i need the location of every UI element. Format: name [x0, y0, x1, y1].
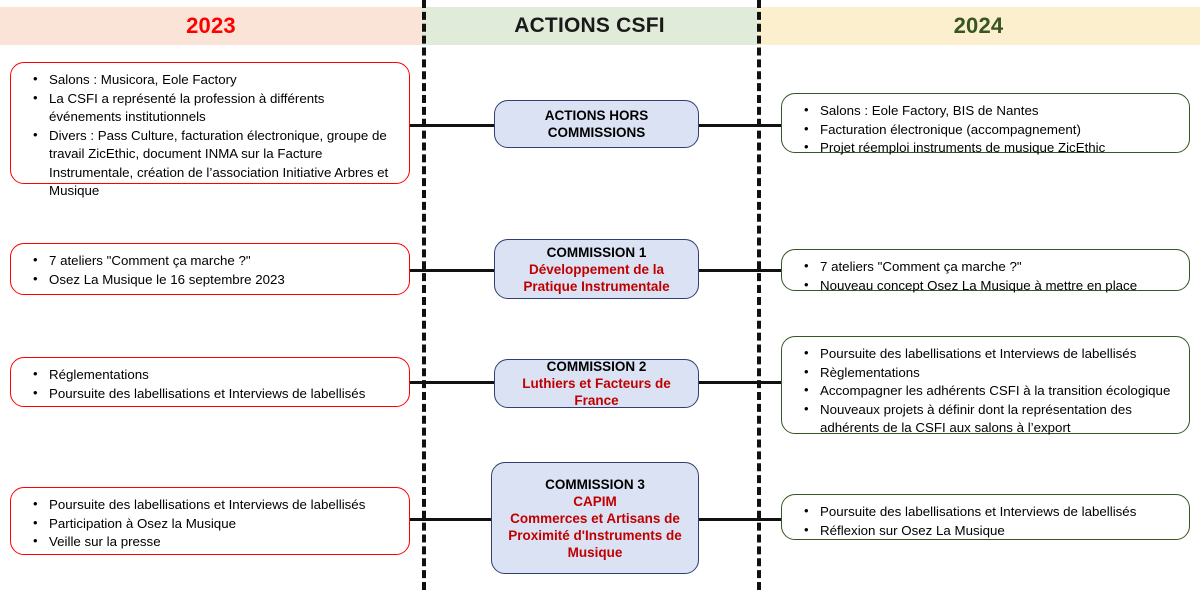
bullet-list: 7 ateliers "Comment ça marche ?" Osez La… — [19, 251, 399, 290]
center-box-subtitle-secondary: Commerces et Artisans de Proximité d'Ins… — [508, 510, 682, 560]
list-item: Poursuite des labellisations et Intervie… — [19, 495, 399, 515]
center-box-title: COMMISSION 2 — [546, 359, 647, 374]
left-box-row-0: Salons : Musicora, Eole Factory La CSFI … — [10, 62, 410, 198]
left-box-row-1: 7 ateliers "Comment ça marche ?" Osez La… — [10, 243, 410, 295]
connector-row-2-right — [699, 381, 781, 384]
list-item: Projet réemploi instruments de musique Z… — [790, 138, 1179, 158]
center-box-subtitle: Luthiers et Facteurs de France — [522, 376, 671, 408]
left-box-row-3: Poursuite des labellisations et Intervie… — [10, 487, 410, 555]
list-item: Poursuite des labellisations et Intervie… — [790, 344, 1179, 364]
center-box-subtitle: CAPIM — [573, 493, 617, 509]
right-box-row-0: Salons : Eole Factory, BIS de Nantes Fac… — [781, 93, 1190, 156]
list-item: Poursuite des labellisations et Intervie… — [19, 384, 399, 404]
header-actions-csfi: ACTIONS CSFI — [422, 7, 757, 45]
list-item: Nouveaux projets à définir dont la repré… — [790, 400, 1179, 438]
left-box-row-2: Réglementations Poursuite des labellisat… — [10, 357, 410, 407]
list-item: Réflexion sur Osez La Musique — [790, 521, 1179, 541]
center-box-subtitle: Développement de la Pratique Instrumenta… — [523, 261, 670, 294]
center-box-title: COMMISSION 1 — [546, 244, 647, 260]
header-year-2023: 2023 — [0, 7, 422, 45]
list-item: 7 ateliers "Comment ça marche ?" — [790, 257, 1179, 277]
bullet-list: Poursuite des labellisations et Intervie… — [19, 495, 399, 552]
list-item: Osez La Musique le 16 septembre 2023 — [19, 270, 399, 290]
list-item: Salons : Musicora, Eole Factory — [19, 70, 399, 90]
bullet-list: 7 ateliers "Comment ça marche ?" Nouveau… — [790, 257, 1179, 296]
list-item: Veille sur la presse — [19, 532, 399, 552]
header-year-2024: 2024 — [757, 7, 1200, 45]
list-item: 7 ateliers "Comment ça marche ?" — [19, 251, 399, 271]
list-item: Salons : Eole Factory, BIS de Nantes — [790, 101, 1179, 121]
bullet-list: Réglementations Poursuite des labellisat… — [19, 365, 399, 404]
list-item: Participation à Osez la Musique — [19, 514, 399, 534]
list-item: Poursuite des labellisations et Intervie… — [790, 502, 1179, 522]
right-box-row-1: 7 ateliers "Comment ça marche ?" Nouveau… — [781, 249, 1190, 294]
connector-row-2-left — [396, 381, 498, 384]
center-box-commission-2[interactable]: COMMISSION 2 Luthiers et Facteurs de Fra… — [494, 359, 699, 408]
column-divider-left — [422, 0, 426, 590]
column-divider-right — [757, 0, 761, 590]
right-box-row-3: Poursuite des labellisations et Intervie… — [781, 494, 1190, 540]
bullet-list: Salons : Eole Factory, BIS de Nantes Fac… — [790, 101, 1179, 158]
center-box-title: ACTIONS HORS COMMISSIONS — [544, 108, 649, 140]
connector-row-0-right — [699, 124, 781, 127]
connector-row-1-left — [408, 269, 498, 272]
list-item: Divers : Pass Culture, facturation élect… — [19, 126, 399, 201]
connector-row-3-left — [396, 518, 494, 521]
connector-row-1-right — [699, 269, 781, 272]
year-header-band: 2023 ACTIONS CSFI 2024 — [0, 7, 1200, 45]
bullet-list: Salons : Musicora, Eole Factory La CSFI … — [19, 70, 399, 201]
center-box-commission-3[interactable]: COMMISSION 3 CAPIM Commerces et Artisans… — [491, 462, 699, 574]
list-item: Réglementations — [19, 365, 399, 385]
connector-row-0-left — [408, 124, 498, 127]
center-box-commission-1[interactable]: COMMISSION 1 Développement de la Pratiqu… — [494, 239, 699, 299]
list-item: Règlementations — [790, 363, 1179, 383]
right-box-row-2: Poursuite des labellisations et Intervie… — [781, 336, 1190, 435]
bullet-list: Poursuite des labellisations et Intervie… — [790, 502, 1179, 541]
center-box-title: COMMISSION 3 — [545, 476, 645, 492]
list-item: Facturation électronique (accompagnement… — [790, 120, 1179, 140]
list-item: Nouveau concept Osez La Musique à mettre… — [790, 276, 1179, 296]
list-item: Accompagner les adhérents CSFI à la tran… — [790, 381, 1179, 401]
connector-row-3-right — [697, 518, 781, 521]
bullet-list: Poursuite des labellisations et Intervie… — [790, 344, 1179, 438]
list-item: La CSFI a représenté la profession à dif… — [19, 89, 399, 127]
center-box-actions-hors-commissions[interactable]: ACTIONS HORS COMMISSIONS — [494, 100, 699, 148]
